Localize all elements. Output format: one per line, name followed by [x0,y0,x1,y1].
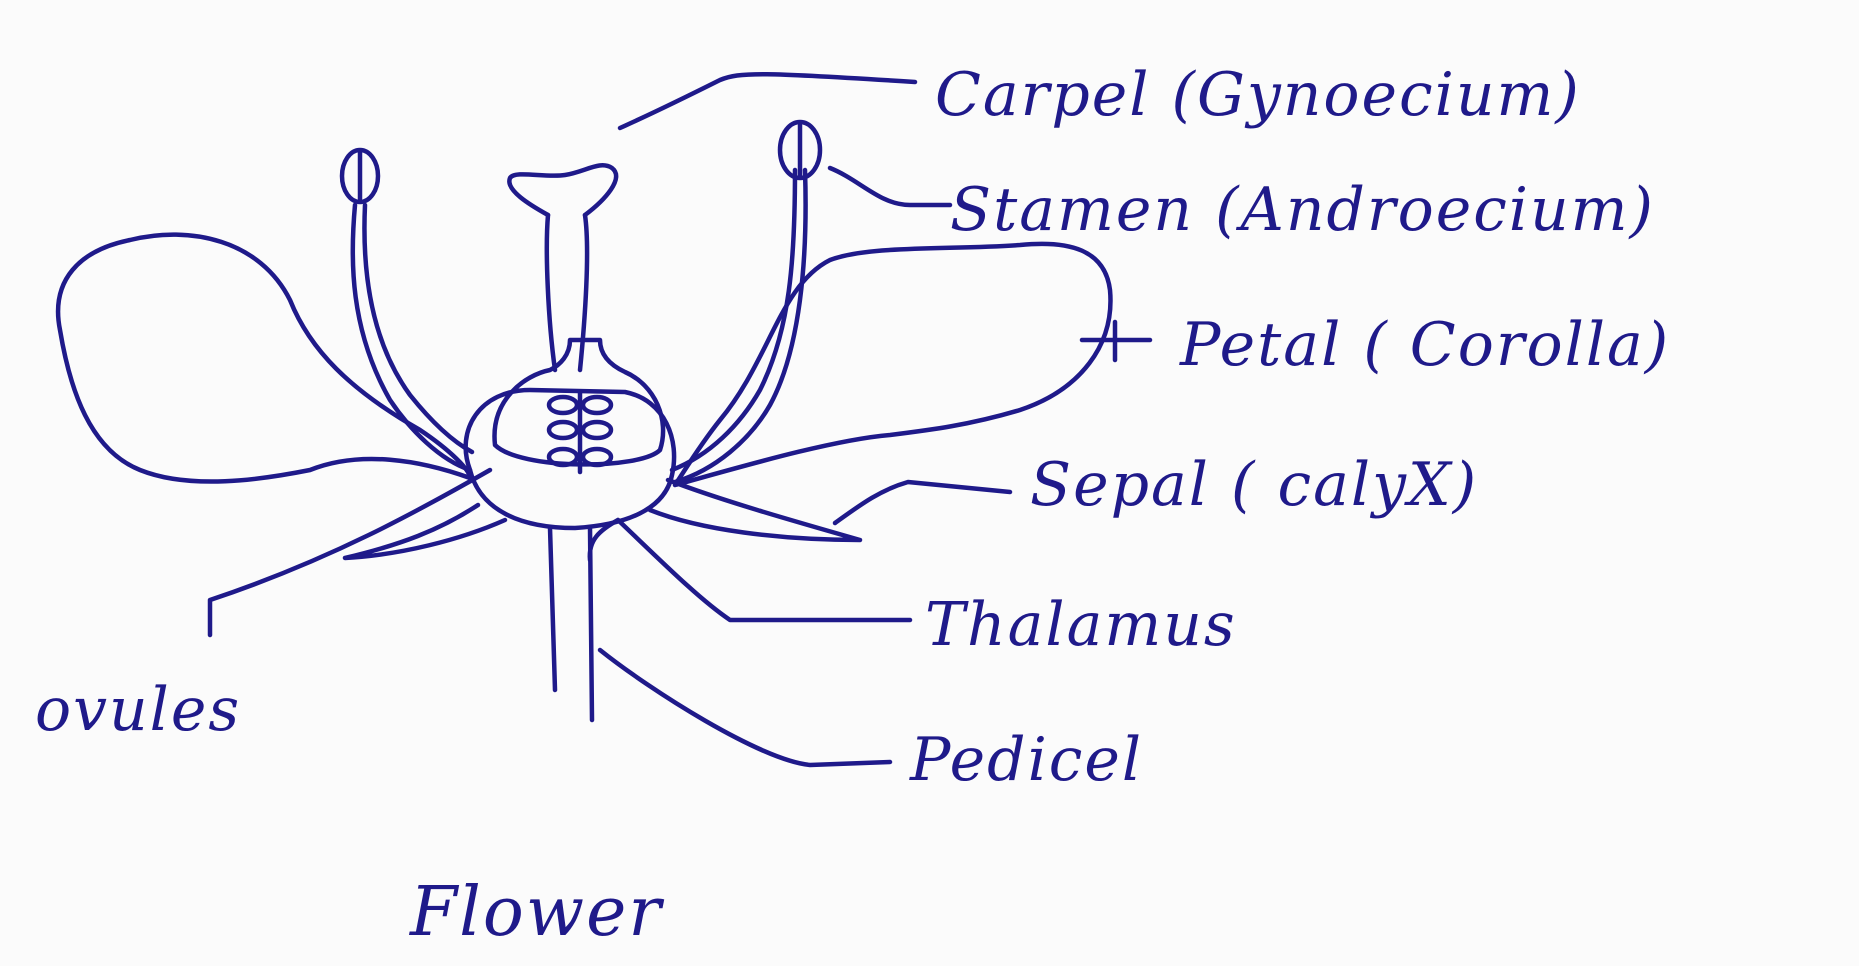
thalamus-leader [615,517,913,623]
stigma [507,163,619,218]
label-petal: Petal ( Corolla) [1179,310,1670,380]
style [544,212,590,373]
left-sepal [342,502,508,561]
right-sepal [647,477,863,543]
label-ovules: ovules [35,675,241,745]
label-carpel: Carpel (Gynoecium) [935,60,1581,130]
diagram-title: Flower [408,873,664,952]
right-petal [672,241,1113,488]
carpel-leader [617,71,918,131]
ovary [492,337,666,467]
petal-leader [1079,319,1153,363]
sepal-leader [832,479,1013,526]
label-stamen: Stamen (Androecium) [950,175,1655,245]
left-stamen [350,202,475,473]
pedicel [547,525,595,723]
label-sepal: Sepal ( calyX) [1030,450,1478,520]
right-stamen [669,167,808,485]
ovules-leader [207,467,493,638]
thalamus [463,387,677,531]
stamen-leader [827,165,953,208]
label-pedicel: Pedicel [909,725,1143,795]
label-thalamus: Thalamus [925,590,1237,660]
left-petal [55,232,473,484]
pedicel-leader [597,647,893,768]
ovules [546,389,614,475]
